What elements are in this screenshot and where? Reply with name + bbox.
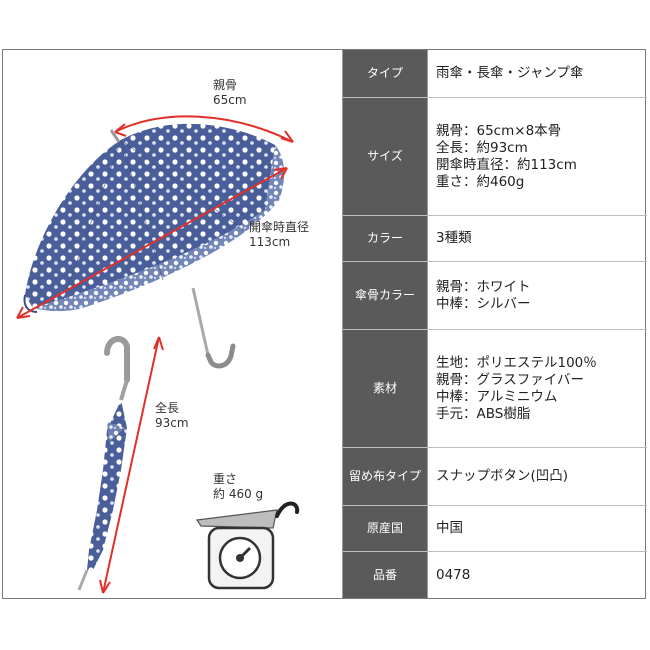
diameter-label: 開傘時直径 113cm (249, 220, 310, 249)
spec-value: 親骨：ホワイト 中棒：シルバー (436, 278, 531, 312)
spec-row-fastener: 留め布タイプ スナップボタン(凹凸) (343, 448, 647, 506)
spec-key: タイプ (343, 50, 428, 97)
spec-value: 中国 (436, 520, 463, 536)
spec-key: 傘骨カラー (343, 262, 428, 329)
rib-label: 親骨 65cm (213, 78, 247, 107)
total-length-arrow (99, 336, 164, 594)
spec-row-size: サイズ 親骨：65cm×8本骨 全長：約93cm 開傘時直径：約113cm 重さ… (343, 98, 647, 216)
rib-length-arrow (114, 115, 294, 143)
spec-value: 親骨：65cm×8本骨 全長：約93cm 開傘時直径：約113cm 重さ：約46… (436, 122, 577, 190)
spec-row-frame-color: 傘骨カラー 親骨：ホワイト 中棒：シルバー (343, 262, 647, 330)
open-umbrella (23, 123, 285, 369)
umbrella-drawing (16, 115, 300, 594)
spec-value: 3種類 (436, 230, 472, 246)
spec-key: 素材 (343, 330, 428, 447)
spec-value: 生地：ポリエステル100％ 親骨：グラスファイバー 中棒：アルミニウム 手元：A… (436, 354, 597, 422)
umbrella-illustration: 親骨 65cm 開傘時直径 113cm 全長 93cm 重さ 約 460 g (3, 50, 343, 598)
spec-value: スナップボタン(凹凸) (436, 468, 569, 484)
closed-umbrella (77, 336, 130, 591)
spec-key: 原産国 (343, 506, 428, 551)
weight-label: 重さ 約 460 g (213, 472, 264, 501)
spec-row-origin: 原産国 中国 (343, 506, 647, 552)
spec-row-color: カラー 3種類 (343, 216, 647, 262)
spec-key: サイズ (343, 98, 428, 215)
spec-row-material: 素材 生地：ポリエステル100％ 親骨：グラスファイバー 中棒：アルミニウム 手… (343, 330, 647, 448)
spec-row-product-number: 品番 0478 (343, 552, 647, 598)
weight-scale (195, 501, 300, 590)
spec-row-type: タイプ 雨傘・長傘・ジャンプ傘 (343, 50, 647, 98)
spec-value: 雨傘・長傘・ジャンプ傘 (436, 65, 584, 81)
spec-value: 0478 (436, 566, 471, 583)
total-length-label: 全長 93cm (155, 401, 189, 430)
spec-table: タイプ 雨傘・長傘・ジャンプ傘 サイズ 親骨：65cm×8本骨 全長：約93cm… (342, 50, 647, 598)
spec-key: カラー (343, 216, 428, 261)
product-spec-frame: 親骨 65cm 開傘時直径 113cm 全長 93cm 重さ 約 460 g タ… (2, 49, 647, 599)
diameter-arrow (16, 167, 288, 319)
spec-key: 留め布タイプ (343, 448, 428, 505)
spec-key: 品番 (343, 552, 428, 598)
